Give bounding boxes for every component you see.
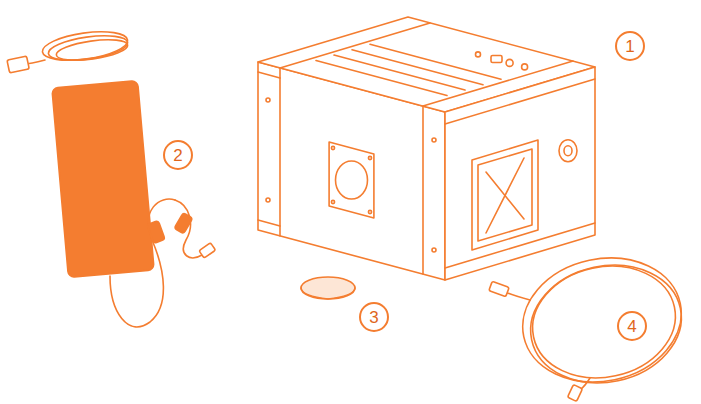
network-cable <box>489 244 693 402</box>
callout-number: 3 <box>369 309 378 326</box>
power-supply <box>7 27 216 327</box>
callout-circle: 1 <box>615 31 645 61</box>
callout-number: 1 <box>625 38 634 55</box>
device-unit <box>258 17 595 280</box>
callout-number: 2 <box>173 147 182 164</box>
callout-circle: 4 <box>617 311 647 341</box>
callout-number: 4 <box>627 318 636 335</box>
callout-circle: 3 <box>359 302 389 332</box>
callout-circle: 2 <box>163 140 193 170</box>
port-cap <box>301 277 355 299</box>
